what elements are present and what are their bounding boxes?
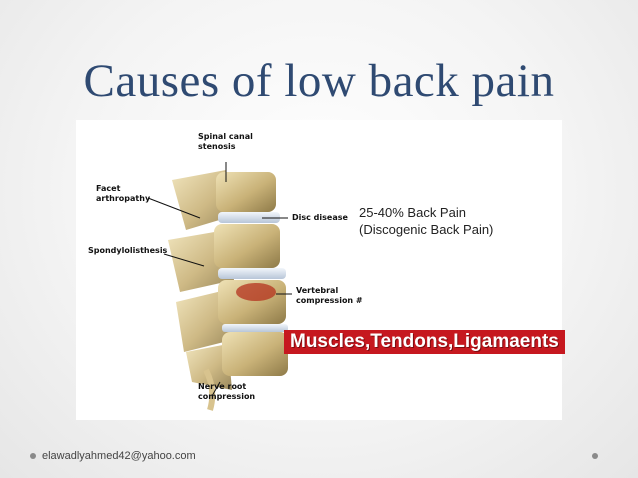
label-facet-arthropathy: Facet arthropathy [96, 184, 151, 203]
footer-bullet-right [592, 453, 598, 459]
discogenic-pain-note: 25-40% Back Pain (Discogenic Back Pain) [359, 205, 494, 237]
footer-email: elawadlyahmed42@yahoo.com [42, 450, 196, 462]
slide-title: Causes of low back pain [83, 55, 555, 107]
label-spondylolisthesis: Spondylolisthesis [88, 246, 168, 255]
label-vertebral-compression: Vertebral compression # [296, 286, 363, 305]
spine-illustration [147, 162, 292, 411]
footer-bullet-left [30, 453, 36, 459]
label-nerve-root-compression: Nerve root compression [198, 382, 256, 401]
spine-figure: Spinal canal stenosis Facet arthropathy … [76, 120, 565, 420]
label-spinal-canal-stenosis: Spinal canal stenosis [198, 132, 253, 151]
muscles-banner: Muscles,Tendons,Ligamaents [284, 330, 565, 354]
label-disc-disease: Disc disease [292, 213, 348, 222]
